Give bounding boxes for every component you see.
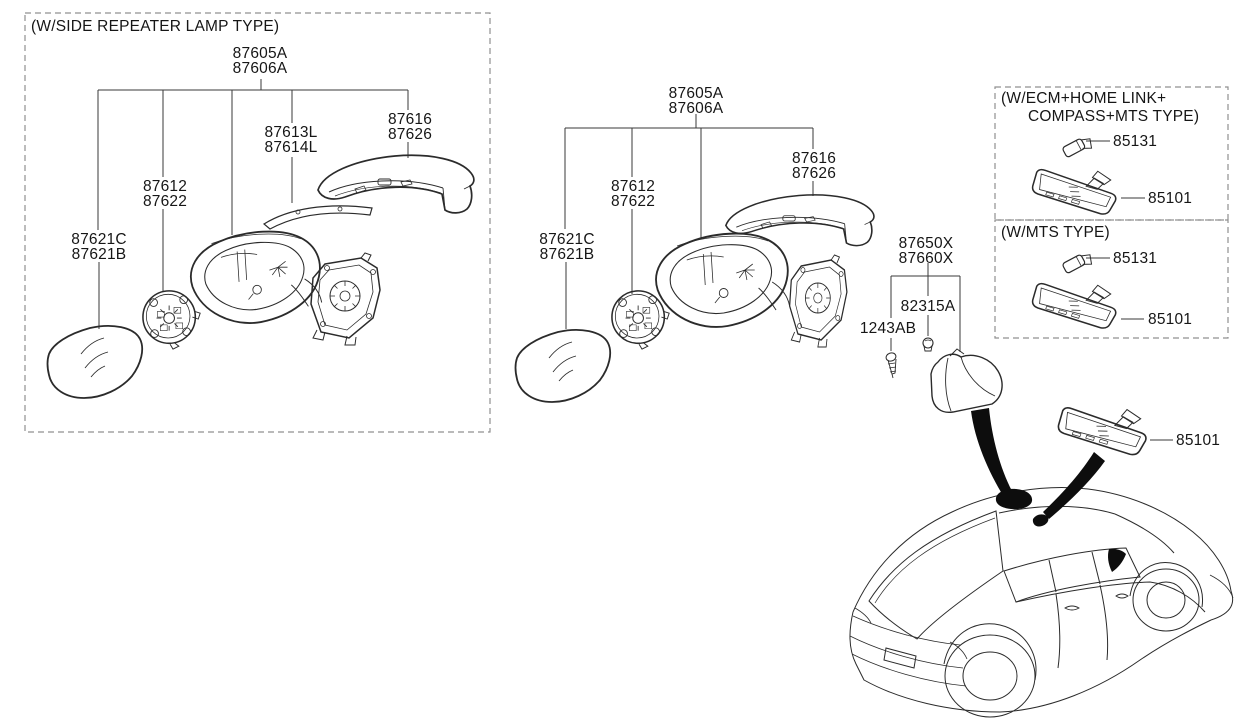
part-number: 87605A — [668, 85, 724, 102]
arrow-quarter-cover-to-car — [971, 408, 1012, 497]
leader-lines — [1086, 140, 1173, 441]
main-inside-mirror-drawing — [1054, 388, 1155, 462]
callout-left-repeater-lamp: 87613L 87614L — [264, 124, 318, 156]
left-mirror-housing-drawing — [189, 230, 323, 324]
part-number: 87621B — [71, 246, 127, 263]
part-number: 82315A — [900, 298, 956, 315]
part-number: 1243AB — [859, 320, 917, 337]
mts-inside-mirror-drawing — [1029, 265, 1124, 335]
callout-middle-mirror-glass: 87621C 87621B — [539, 231, 595, 263]
callout-middle-mirror-cover: 87616 87626 — [791, 150, 837, 182]
callout-left-mirror-glass: 87621C 87621B — [71, 231, 127, 263]
ecm-panel-border — [994, 86, 1229, 221]
part-number: 87622 — [610, 193, 656, 210]
middle-mirror-assembly-drawing — [514, 194, 875, 403]
part-number: 87660X — [898, 250, 954, 267]
part-number: 87621C — [539, 231, 595, 248]
middle-mirror-cover-drawing — [725, 194, 875, 247]
part-number: 87606A — [668, 100, 724, 117]
callout-main-inside-mirror: 85101 — [1176, 432, 1221, 449]
callout-middle-mirror-assembly: 87605A 87606A — [668, 85, 724, 117]
part-number: 87606A — [232, 60, 288, 77]
left-callout-lines — [97, 79, 409, 329]
mts-bulb-drawing — [1061, 249, 1095, 277]
left-mirror-bracket-drawing — [310, 252, 381, 346]
callout-ecm-bulb: 85131 — [1113, 133, 1158, 150]
callout-left-actuator: 87612 87622 — [142, 178, 188, 210]
quarter-inner-cover-drawing — [930, 348, 1003, 414]
ecm-panel-title-line1: (W/ECM+HOME LINK+ — [1001, 90, 1167, 107]
mts-panel-border — [994, 219, 1229, 339]
middle-mirror-bracket-drawing — [788, 254, 848, 348]
callout-grommet: 82315A — [900, 298, 956, 315]
callout-mts-inside-mirror: 85101 — [1148, 311, 1193, 328]
part-number: 85131 — [1113, 250, 1158, 267]
side-repeater-panel-border — [24, 12, 491, 433]
part-number: 87626 — [387, 126, 433, 143]
part-number: 85101 — [1176, 432, 1221, 449]
quarter-cover-callout-lines — [890, 263, 961, 352]
side-repeater-panel-title: (W/SIDE REPEATER LAMP TYPE) — [31, 18, 280, 35]
part-number: 87616 — [387, 111, 433, 128]
arrow-inside-mirror-to-car — [1043, 452, 1105, 519]
left-mirror-glass-drawing — [46, 324, 144, 399]
part-number: 85101 — [1148, 190, 1193, 207]
left-mirror-cover-drawing — [317, 154, 475, 214]
side-repeater-lamp-drawing — [262, 205, 373, 230]
middle-mirror-housing-drawing — [655, 232, 791, 328]
callout-left-mirror-assembly: 87605A 87606A — [232, 45, 288, 77]
callout-ecm-inside-mirror: 85101 — [1148, 190, 1193, 207]
part-number: 85131 — [1113, 133, 1158, 150]
callout-middle-actuator: 87612 87622 — [610, 178, 656, 210]
arrow-quarter-glass-pointer — [1108, 548, 1126, 572]
panel-borders — [24, 12, 1229, 433]
left-mirror-assembly-drawing — [46, 154, 475, 399]
ecm-inside-mirror-drawing — [1029, 151, 1124, 221]
part-number: 85101 — [1148, 311, 1193, 328]
part-number: 87613L — [264, 124, 318, 141]
car-drawing — [849, 487, 1234, 718]
callout-left-mirror-cover: 87616 87626 — [387, 111, 433, 143]
ecm-bulb-drawing — [1061, 133, 1095, 161]
screw-drawing — [885, 352, 897, 379]
mts-panel-title: (W/MTS TYPE) — [1001, 224, 1110, 241]
left-actuator-drawing — [142, 290, 201, 350]
ecm-panel-title-line2: COMPASS+MTS TYPE) — [1028, 108, 1200, 125]
car-inside-mirror-blob — [1032, 514, 1049, 527]
callout-lines — [97, 79, 1173, 441]
middle-callout-lines — [564, 114, 814, 329]
location-arrows — [971, 408, 1126, 572]
part-number: 87621B — [539, 246, 595, 263]
callout-mts-bulb: 85131 — [1113, 250, 1158, 267]
middle-actuator-drawing — [611, 290, 670, 350]
part-number: 87621C — [71, 231, 127, 248]
grommet-drawing — [922, 337, 934, 352]
part-number: 87650X — [898, 235, 954, 252]
middle-mirror-glass-drawing — [514, 328, 612, 403]
part-number: 87612 — [142, 178, 188, 195]
part-number: 87605A — [232, 45, 288, 62]
car-side-mirror-blob — [995, 488, 1033, 510]
callout-quarter-inner-cover: 87650X 87660X — [898, 235, 954, 267]
part-number: 87614L — [264, 139, 318, 156]
part-number: 87616 — [791, 150, 837, 167]
part-number: 87612 — [610, 178, 656, 195]
part-number: 87626 — [791, 165, 837, 182]
part-number: 87622 — [142, 193, 188, 210]
callout-screw: 1243AB — [859, 320, 917, 337]
